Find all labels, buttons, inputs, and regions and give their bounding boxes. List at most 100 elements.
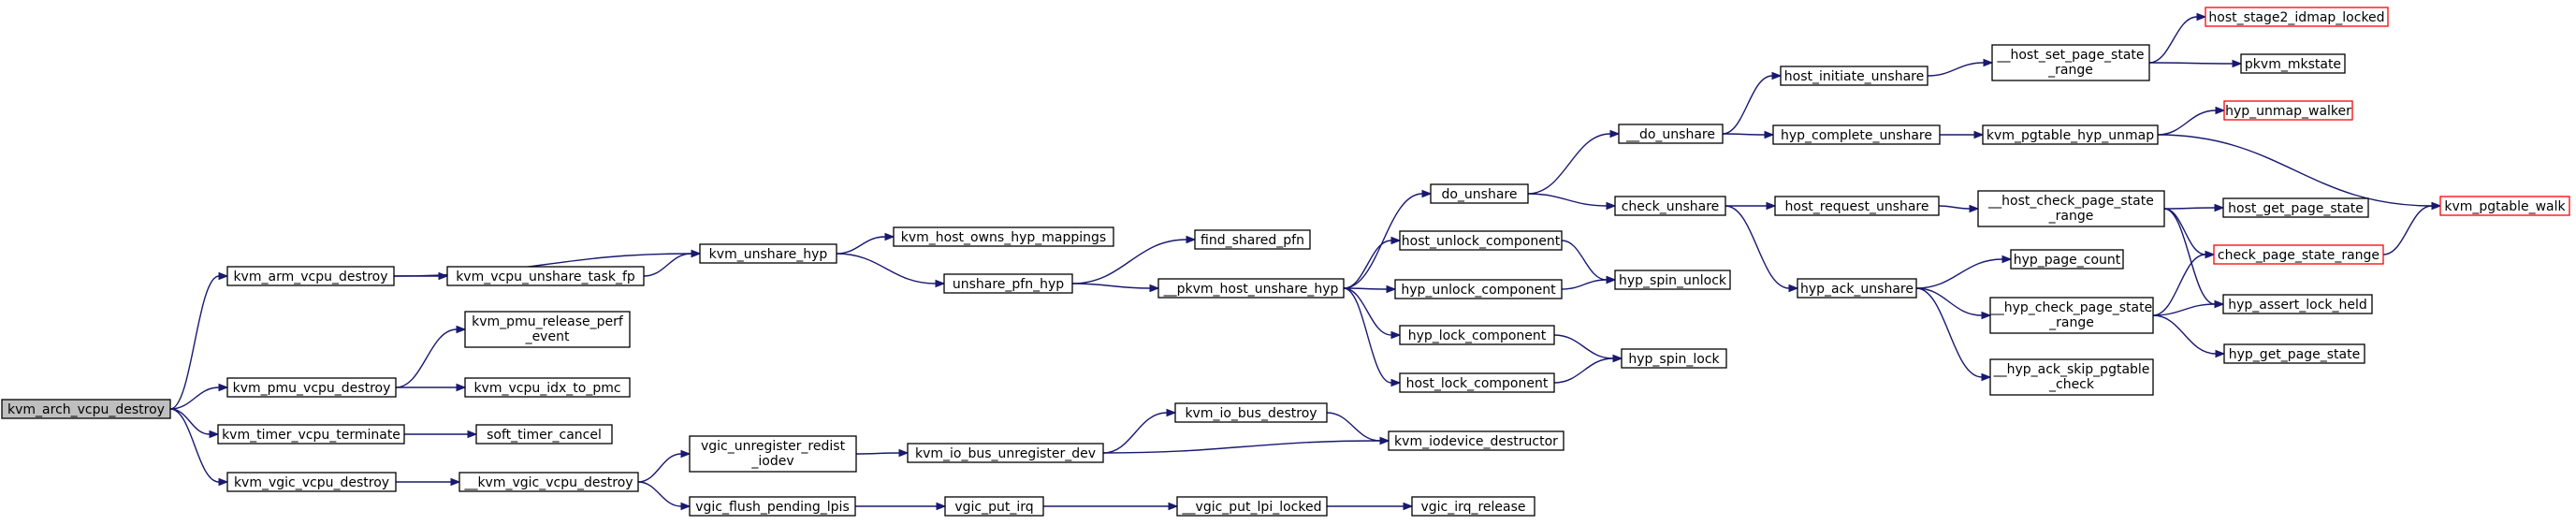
node-box — [1618, 124, 1724, 144]
node-kvm-pgtable-hyp-unmap[interactable]: kvm_pgtable_hyp_unmap — [1982, 124, 2159, 145]
node-label: soft_timer_cancel — [487, 428, 602, 443]
node-kvm-pmu-release-perf-event[interactable]: kvm_pmu_release_perf_event — [464, 311, 631, 348]
node-do-unshare[interactable]: __do_unshare — [1618, 124, 1724, 144]
node-hyp-spin-unlock[interactable]: hyp_spin_unlock — [1614, 270, 1731, 290]
arrowhead-icon — [1771, 71, 1783, 80]
node-kvm-iodevice-destructor[interactable]: kvm_iodevice_destructor — [1388, 430, 1565, 451]
node-hyp-ack-skip-pgtable-check[interactable]: __hyp_ack_skip_pgtable_check — [1989, 358, 2154, 396]
call-edge — [169, 383, 229, 410]
node-hyp-unlock-component[interactable]: hyp_unlock_component — [1394, 279, 1563, 299]
node-pkvm-mkstate[interactable]: pkvm_mkstate — [2240, 53, 2346, 74]
node-vgic-irq-release[interactable]: vgic_irq_release — [1411, 496, 1535, 517]
call-edges — [169, 12, 2442, 511]
call-edge — [2382, 201, 2442, 255]
node-box — [1774, 196, 1940, 216]
node-vgic-unregister-redist-iodev[interactable]: vgic_unregister_redist_iodev — [689, 435, 857, 473]
node-find-shared-pfn[interactable]: find_shared_pfn — [1194, 229, 1311, 250]
node-label: host_stage2_idmap_locked — [2208, 10, 2384, 25]
node-label: host_initiate_unshare — [1784, 69, 1925, 84]
node-hyp-ack-unshare[interactable]: hyp_ack_unshare — [1797, 278, 1917, 299]
node-box — [1772, 124, 1941, 145]
call-edge — [836, 253, 946, 288]
node-host-request-unshare[interactable]: host_request_unshare — [1774, 196, 1940, 216]
node-hyp-get-page-state[interactable]: hyp_get_page_state — [2223, 343, 2365, 364]
node-box — [458, 472, 639, 492]
call-edge — [2152, 314, 2226, 358]
node-box — [1991, 44, 2150, 81]
arrowhead-icon — [1421, 189, 1433, 198]
node-kvm-unshare-hyp[interactable]: kvm_unshare_hyp — [699, 243, 837, 264]
call-edge — [2157, 106, 2226, 136]
node-kvm-pgtable-walk[interactable]: kvm_pgtable_walk — [2439, 196, 2570, 216]
node-host-set-page-state-range[interactable]: __host_set_page_state_range — [1991, 44, 2150, 81]
call-edge — [2152, 299, 2225, 316]
node-kvm-vcpu-unshare-task-fp[interactable]: kvm_vcpu_unshare_task_fp — [446, 266, 645, 286]
node-do-unshare[interactable]: do_unshare — [1430, 183, 1529, 204]
node-label: check_unshare — [1622, 199, 1720, 214]
node-box — [1430, 183, 1529, 204]
call-edge — [1915, 287, 1992, 382]
node-box — [1621, 348, 1727, 369]
node-label-continued: _check — [2048, 377, 2095, 392]
node-unshare-pfn-hyp[interactable]: unshare_pfn_hyp — [943, 273, 1073, 294]
call-edge — [1071, 283, 1160, 293]
node-host-check-page-state-range[interactable]: __host_check_page_state_range — [1977, 190, 2165, 227]
node-label: hyp_unmap_walker — [2225, 104, 2351, 119]
node-hyp-page-count[interactable]: hyp_page_count — [2010, 249, 2124, 270]
node-label: kvm_pgtable_hyp_unmap — [1987, 128, 2154, 143]
call-nodes: kvm_arch_vcpu_destroy kvm_arm_vcpu_destro… — [1, 7, 2570, 517]
node-kvm-pmu-vcpu-destroy[interactable]: kvm_pmu_vcpu_destroy — [226, 377, 397, 398]
node-kvm-timer-vcpu-terminate[interactable]: kvm_timer_vcpu_terminate — [217, 424, 405, 445]
node-kvm-host-owns-hyp-mappings[interactable]: kvm_host_owns_hyp_mappings — [893, 226, 1114, 247]
node-box — [1399, 372, 1555, 393]
node-kvm-vcpu-idx-to-pmc[interactable]: kvm_vcpu_idx_to_pmc — [464, 377, 631, 398]
node-box — [1614, 196, 1726, 216]
arrowhead-icon — [1166, 408, 1177, 417]
node-kvm-io-bus-destroy[interactable]: kvm_io_bus_destroy — [1174, 402, 1328, 423]
node-vgic-put-irq[interactable]: vgic_put_irq — [944, 496, 1044, 517]
node-host-unlock-component[interactable]: host_unlock_component — [1399, 230, 1563, 251]
node-host-get-page-state[interactable]: host_get_page_state — [2222, 197, 2369, 218]
call-edge — [1343, 287, 1402, 340]
arrowhead-icon — [218, 383, 229, 392]
call-edge — [395, 383, 467, 392]
arrowhead-icon — [2214, 299, 2225, 309]
node-check-unshare[interactable]: check_unshare — [1614, 196, 1726, 216]
arrowhead-icon — [2232, 59, 2243, 68]
arrowhead-icon — [1609, 129, 1621, 139]
call-edge — [2148, 59, 2243, 68]
node-kvm-arch-vcpu-destroy[interactable]: kvm_arch_vcpu_destroy — [1, 399, 171, 419]
node-hyp-spin-lock[interactable]: hyp_spin_lock — [1621, 348, 1727, 369]
node-hyp-complete-unshare[interactable]: hyp_complete_unshare — [1772, 124, 1941, 145]
node-kvm-arm-vcpu-destroy[interactable]: kvm_arm_vcpu_destroy — [226, 266, 395, 286]
call-edge — [2152, 250, 2216, 316]
node-box — [475, 424, 613, 445]
node-vgic-put-lpi-locked[interactable]: __vgic_put_lpi_locked — [1176, 496, 1328, 517]
node-host-stage2-idmap-locked[interactable]: host_stage2_idmap_locked — [2205, 7, 2389, 27]
node-hyp-lock-component[interactable]: hyp_lock_component — [1399, 325, 1555, 345]
node-hyp-unmap-walker[interactable]: hyp_unmap_walker — [2223, 100, 2353, 121]
call-edge — [1042, 502, 1179, 511]
node-check-page-state-range[interactable]: check_page_state_range — [2213, 244, 2384, 265]
node-hyp-check-page-state-range[interactable]: __hyp_check_page_state_range — [1989, 297, 2154, 334]
arrowhead-icon — [1390, 236, 1402, 245]
arrowhead-icon — [1403, 502, 1414, 511]
node-box — [1174, 402, 1328, 423]
call-edge — [1915, 255, 2013, 289]
node-hyp-assert-lock-held[interactable]: hyp_assert_lock_held — [2222, 294, 2373, 314]
arrowhead-icon — [209, 430, 220, 439]
node-kvm-vgic-vcpu-destroy[interactable]: kvm_vgic_vcpu_destroy — [226, 472, 397, 492]
call-edge — [643, 249, 702, 277]
node-label: kvm_vgic_vcpu_destroy — [234, 475, 389, 490]
arrowhead-icon — [2215, 106, 2226, 115]
node-pkvm-host-unshare-hyp[interactable]: __pkvm_host_unshare_hyp — [1157, 278, 1345, 299]
node-host-initiate-unshare[interactable]: host_initiate_unshare — [1780, 66, 1928, 86]
node-kvm-io-bus-unregister-dev[interactable]: kvm_io_bus_unregister_dev — [907, 443, 1104, 463]
arrowhead-icon — [1606, 275, 1617, 284]
node-host-lock-component[interactable]: host_lock_component — [1399, 372, 1555, 393]
arrowhead-icon — [1168, 502, 1179, 511]
node-label: check_page_state_range — [2218, 248, 2380, 263]
node-soft-timer-cancel[interactable]: soft_timer_cancel — [475, 424, 613, 445]
node-vgic-flush-pending-lpis[interactable]: vgic_flush_pending_lpis — [689, 496, 856, 517]
node-kvm-vgic-vcpu-destroy[interactable]: __kvm_vgic_vcpu_destroy — [458, 472, 639, 492]
